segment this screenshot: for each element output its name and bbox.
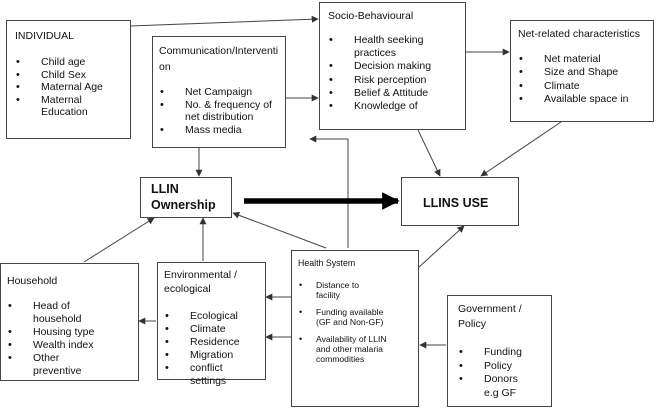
llins-use-label: LLINS USE (423, 196, 489, 210)
list-item: Funding available (GF and Non-GF) (298, 307, 396, 328)
communication-title: Communication/Interventi on (159, 45, 279, 73)
list-item: Decision making (328, 60, 462, 73)
llin-ownership-box: LLIN Ownership (140, 177, 232, 218)
list-item: Donors e.g GF (458, 373, 528, 400)
arrow-socio-to-use (417, 129, 441, 177)
health-system-list: Distance to facility Funding available (… (298, 280, 414, 365)
arrow-health-to-socio (309, 135, 349, 248)
health-system-title: Health System (298, 258, 356, 268)
household-list: Head of household Housing type Wealth in… (7, 300, 135, 378)
net-related-title: Net-related characteristics (518, 28, 640, 40)
government-title: Government / Policy (458, 303, 522, 330)
net-related-box: Net-related characteristics Net material… (510, 20, 654, 122)
list-item: Availability of LLIN and other malaria c… (298, 334, 400, 365)
household-box: Household Head of household Housing type… (0, 263, 139, 381)
communication-box: Communication/Interventi on Net Campaign… (152, 36, 286, 148)
list-item: Size and Shape (518, 66, 652, 80)
list-item: Wealth index (7, 339, 135, 352)
list-item: conflict settings (164, 362, 245, 388)
list-item: Net Campaign (159, 86, 283, 99)
arrow-household-to-llin (83, 217, 155, 263)
list-item: Maternal Education (15, 94, 121, 119)
arrow-health-to-llin (232, 211, 327, 249)
llin-ownership-line2: Ownership (151, 198, 216, 212)
individual-box: INDIVIDUAL Child age Child Sex Maternal … (6, 20, 131, 139)
llins-use-box: LLINS USE (401, 177, 519, 226)
socio-behavioural-list: Health seeking practices Decision making… (328, 34, 462, 113)
list-item: Residence (164, 336, 264, 349)
arrow-individual-to-socio (129, 15, 319, 27)
list-item: Head of household (7, 300, 103, 326)
individual-list: Child age Child Sex Maternal Age Materna… (15, 56, 127, 119)
list-item: Risk perception (328, 74, 462, 87)
environmental-box: Environmental / ecological Ecological Cl… (157, 262, 266, 387)
list-item: Funding (458, 346, 550, 360)
arrow-netrelated-to-use (480, 121, 562, 177)
list-item: No. & frequency of net distribution (159, 99, 277, 124)
list-item: Available space in (518, 93, 652, 107)
socio-behavioural-box: Socio-Behavioural Health seeking practic… (319, 2, 466, 130)
list-item: Other preventive (7, 352, 103, 378)
list-item: Ecological (164, 310, 264, 323)
list-item: Distance to facility (298, 280, 374, 301)
list-item: Mass media (159, 124, 283, 137)
individual-title: INDIVIDUAL (15, 30, 74, 42)
net-related-list: Net material Size and Shape Climate Avai… (518, 53, 652, 107)
government-list: Funding Policy Donors e.g GF (458, 346, 550, 400)
list-item: Policy (458, 360, 550, 374)
environmental-list: Ecological Climate Residence Migration c… (164, 310, 264, 388)
llin-ownership-line1: LLIN (151, 182, 179, 196)
list-item: Climate (164, 323, 264, 336)
arrow-health-to-use (417, 225, 465, 269)
list-item: Knowledge of (328, 100, 462, 113)
list-item: Child Sex (15, 69, 127, 82)
list-item: Child age (15, 56, 127, 69)
health-system-box: Health System Distance to facility Fundi… (291, 250, 419, 407)
list-item: Maternal Age (15, 81, 111, 94)
government-box: Government / Policy Funding Policy Donor… (447, 295, 552, 407)
list-item: Health seeking practices (328, 34, 449, 60)
environmental-title: Environmental / ecological (164, 269, 237, 295)
list-item: Housing type (7, 326, 135, 339)
socio-behavioural-title: Socio-Behavioural (328, 10, 414, 22)
list-item: Migration (164, 349, 264, 362)
list-item: Belief & Attitude (328, 87, 462, 100)
list-item: Net material (518, 53, 652, 67)
communication-list: Net Campaign No. & frequency of net dist… (159, 86, 283, 136)
list-item: Climate (518, 80, 652, 94)
household-title: Household (7, 275, 58, 287)
